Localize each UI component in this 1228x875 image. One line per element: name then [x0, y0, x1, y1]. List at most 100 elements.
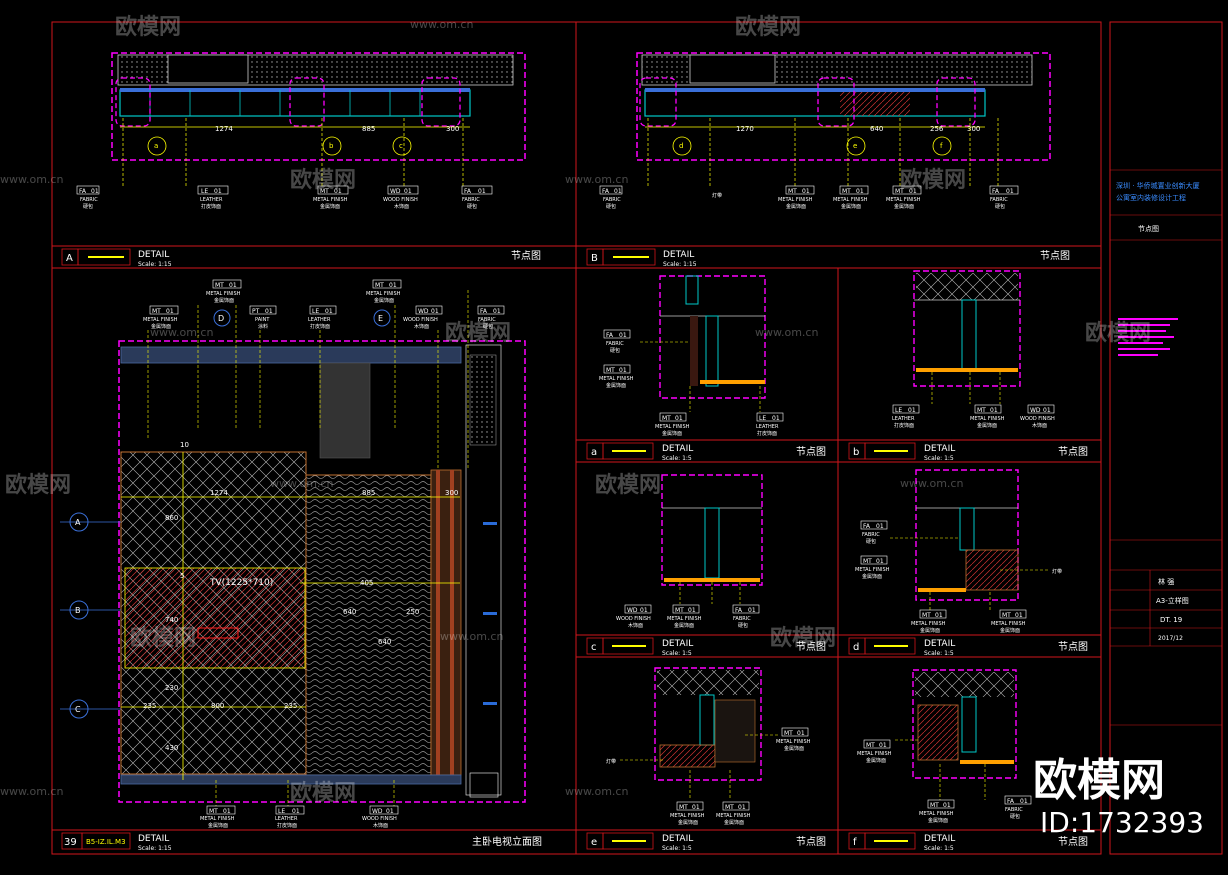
- svg-text:Scale: 1:15: Scale: 1:15: [138, 261, 172, 268]
- svg-text:LE: LE: [312, 308, 319, 315]
- svg-text:01: 01: [389, 282, 397, 289]
- titlebar-c: c DETAIL Scale: 1:5 节点图: [586, 637, 826, 657]
- svg-text:金属饰面: 金属饰面: [214, 297, 234, 304]
- svg-text:METAL FINISH: METAL FINISH: [778, 197, 813, 203]
- tag-dc-fabric: FA 01 FABRIC 硬包: [732, 604, 760, 629]
- svg-text:MT: MT: [675, 607, 684, 614]
- svg-text:LEATHER: LEATHER: [275, 816, 298, 822]
- section-marker-C: C: [75, 705, 81, 714]
- svg-text:WOOD FINISH: WOOD FINISH: [383, 197, 418, 203]
- svg-text:METAL FINISH: METAL FINISH: [991, 621, 1026, 627]
- svg-text:01: 01: [802, 188, 810, 195]
- tag-da-metal-1: MT 01 METAL FINISH 金属饰面: [599, 364, 634, 389]
- tag-de-metal-side: MT 01 METAL FINISH 金属饰面: [776, 727, 811, 752]
- watermark-brand-9: 欧模网: [130, 625, 196, 651]
- svg-text:01: 01: [91, 188, 99, 195]
- svg-text:金属饰面: 金属饰面: [606, 382, 626, 389]
- svg-text:金属饰面: 金属饰面: [1000, 627, 1020, 634]
- svg-text:LE: LE: [759, 415, 766, 422]
- watermark-url-10: www.om.cn: [565, 785, 628, 798]
- watermark-url-1: www.om.cn: [410, 18, 473, 31]
- dim-b-640: 640: [870, 125, 883, 133]
- detail-B-drawing: 1270 640 256 300 d e f: [636, 52, 1051, 186]
- dim-main-235b: 235: [284, 702, 297, 710]
- watermark-brand-5: 欧模网: [445, 320, 511, 346]
- svg-text:METAL FINISH: METAL FINISH: [206, 291, 241, 297]
- svg-text:01: 01: [614, 188, 622, 195]
- svg-text:FA: FA: [1007, 798, 1015, 805]
- svg-text:FABRIC: FABRIC: [80, 197, 98, 203]
- svg-text:金属饰面: 金属饰面: [786, 203, 806, 210]
- svg-text:硬包: 硬包: [866, 538, 876, 545]
- tag-dc-metal: MT 01 METAL FINISH 金属饰面: [667, 604, 702, 629]
- svg-text:METAL FINISH: METAL FINISH: [716, 813, 751, 819]
- svg-text:Scale: 1:5: Scale: 1:5: [924, 455, 954, 462]
- svg-text:LE: LE: [201, 188, 208, 195]
- svg-text:WD: WD: [418, 308, 429, 315]
- svg-text:LE: LE: [278, 808, 285, 815]
- svg-text:打皮饰面: 打皮饰面: [277, 822, 297, 829]
- svg-text:金属饰面: 金属饰面: [724, 819, 744, 826]
- detail-A-drawing: 1274 885 300 a b c: [111, 52, 526, 186]
- tag-da-leather: LE 01 LEATHER 打皮饰面: [756, 412, 784, 437]
- watermark-brand-4: 欧模网: [900, 167, 966, 193]
- svg-text:MT: MT: [1002, 612, 1011, 619]
- tv-wall-elevation: TV(1225*710) 1274 885 300 405 640 250 64…: [60, 290, 526, 806]
- svg-text:节点图: 节点图: [796, 641, 826, 653]
- svg-text:打皮饰面: 打皮饰面: [757, 430, 777, 437]
- svg-text:01: 01: [1020, 798, 1028, 805]
- dim-b-256: 256: [930, 125, 944, 133]
- svg-text:METAL FINISH: METAL FINISH: [886, 197, 921, 203]
- svg-text:METAL FINISH: METAL FINISH: [776, 739, 811, 745]
- watermark-brand-2: 欧模网: [735, 14, 801, 40]
- tag-df-metal-side: MT 01 METAL FINISH 金属饰面: [857, 739, 892, 764]
- svg-text:FA: FA: [992, 188, 1000, 195]
- svg-text:节点图: 节点图: [1058, 641, 1088, 653]
- svg-text:金属饰面: 金属饰面: [151, 323, 171, 330]
- svg-text:MT: MT: [784, 730, 793, 737]
- svg-text:金属饰面: 金属饰面: [866, 757, 886, 764]
- svg-text:WD: WD: [372, 808, 383, 815]
- section-marker-D: D: [218, 314, 224, 323]
- dim-main-800: 800: [211, 702, 224, 710]
- svg-text:01: 01: [325, 308, 333, 315]
- svg-text:Scale: 1:5: Scale: 1:5: [662, 650, 692, 657]
- svg-text:METAL FINISH: METAL FINISH: [143, 317, 178, 323]
- svg-text:金属饰面: 金属饰面: [841, 203, 861, 210]
- tag-a-metal: MT 01 METAL FINISH 金属饰面: [313, 185, 349, 210]
- svg-text:WD: WD: [1030, 407, 1041, 414]
- svg-text:01: 01: [431, 308, 439, 315]
- svg-text:c: c: [591, 642, 597, 653]
- svg-text:金属饰面: 金属饰面: [928, 817, 948, 824]
- tag-dd-fabric: FA 01 FABRIC 硬包: [860, 520, 888, 545]
- svg-text:01: 01: [619, 367, 627, 374]
- watermark-url-4: www.om.cn: [150, 326, 213, 339]
- dim-a-885: 885: [362, 125, 375, 133]
- svg-text:LEATHER: LEATHER: [200, 197, 223, 203]
- tag-main-bottom-wood: WD 01 WOOD FINISH 木饰面: [362, 805, 399, 829]
- tag-b-fabric-1: FA 01 FABRIC 硬包: [599, 185, 623, 210]
- tag-main-leather: LE 01 LEATHER 打皮饰面: [308, 305, 337, 330]
- titlebar-B: B DETAIL Scale: 1:15 节点图: [586, 248, 1070, 268]
- svg-text:WOOD FINISH: WOOD FINISH: [403, 317, 438, 323]
- svg-text:木饰面: 木饰面: [373, 822, 388, 829]
- svg-text:01: 01: [292, 808, 300, 815]
- svg-text:MT: MT: [215, 282, 224, 289]
- tag-df-metal-1: MT 01 METAL FINISH 金属饰面: [919, 799, 955, 824]
- dim-main-885: 885: [362, 489, 375, 497]
- svg-text:a: a: [591, 447, 597, 458]
- svg-text:MT: MT: [863, 558, 872, 565]
- svg-text:01: 01: [214, 188, 222, 195]
- dim-v-860: 860: [165, 514, 178, 522]
- svg-text:01: 01: [797, 730, 805, 737]
- drawing-name: 节点图: [1138, 225, 1159, 233]
- svg-text:木饰面: 木饰面: [394, 203, 409, 210]
- watermark-brand-8: 欧模网: [595, 472, 661, 498]
- svg-text:METAL FINISH: METAL FINISH: [970, 416, 1005, 422]
- svg-text:金属饰面: 金属饰面: [894, 203, 914, 210]
- svg-text:FABRIC: FABRIC: [603, 197, 621, 203]
- tag-db-leather: LE 01 LEATHER 打皮饰面: [892, 404, 920, 429]
- svg-text:金属饰面: 金属饰面: [208, 822, 228, 829]
- svg-text:灯带: 灯带: [1052, 568, 1062, 575]
- svg-text:硬包: 硬包: [483, 323, 493, 330]
